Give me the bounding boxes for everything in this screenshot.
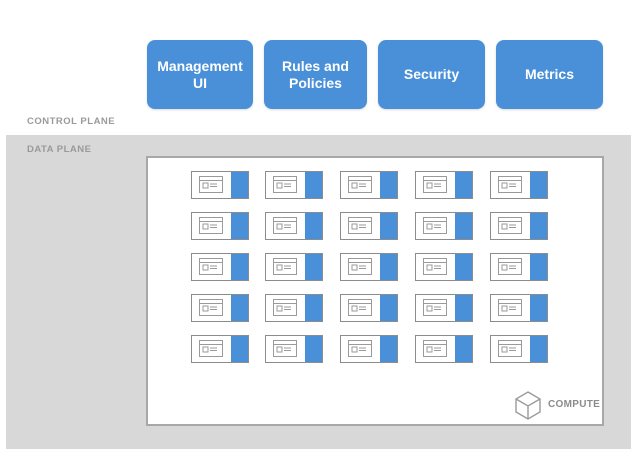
metrics-box: Metrics: [496, 40, 603, 109]
service-pod: [415, 335, 473, 363]
security-box: Security: [378, 40, 485, 109]
sidecar-proxy: [455, 254, 472, 280]
service-pod: [415, 253, 473, 281]
sidecar-proxy: [305, 254, 322, 280]
app-window-icon: [348, 258, 372, 275]
sidecar-proxy: [530, 295, 547, 321]
app-window-icon: [498, 340, 522, 357]
service-pod: [191, 212, 249, 240]
management-ui-box: Management UI: [147, 40, 253, 109]
service-pod: [340, 294, 398, 322]
app-window-icon: [348, 217, 372, 234]
sidecar-proxy: [455, 295, 472, 321]
service-pod: [340, 212, 398, 240]
service-pod: [265, 253, 323, 281]
sidecar-proxy: [231, 254, 248, 280]
app-window-icon: [498, 299, 522, 316]
app-window-icon: [199, 217, 223, 234]
service-pod: [490, 294, 548, 322]
sidecar-proxy: [530, 254, 547, 280]
rules-and-policies-box: Rules and Policies: [264, 40, 367, 109]
service-pod: [340, 253, 398, 281]
app-window-icon: [273, 340, 297, 357]
sidecar-proxy: [380, 213, 397, 239]
app-window-icon: [423, 176, 447, 193]
service-pod: [415, 212, 473, 240]
sidecar-proxy: [380, 336, 397, 362]
app-window-icon: [423, 217, 447, 234]
app-window-icon: [199, 340, 223, 357]
service-pod: [265, 335, 323, 363]
sidecar-proxy: [380, 254, 397, 280]
app-window-icon: [348, 176, 372, 193]
app-window-icon: [273, 258, 297, 275]
sidecar-proxy: [231, 295, 248, 321]
app-window-icon: [273, 176, 297, 193]
sidecar-proxy: [231, 336, 248, 362]
sidecar-proxy: [380, 172, 397, 198]
sidecar-proxy: [305, 213, 322, 239]
data-plane-label: DATA PLANE: [27, 144, 92, 155]
sidecar-proxy: [530, 213, 547, 239]
app-window-icon: [199, 258, 223, 275]
sidecar-proxy: [380, 295, 397, 321]
service-pod: [265, 212, 323, 240]
service-pod: [490, 212, 548, 240]
app-window-icon: [273, 217, 297, 234]
sidecar-proxy: [455, 336, 472, 362]
service-pod: [265, 294, 323, 322]
service-pod: [340, 171, 398, 199]
sidecar-proxy: [231, 172, 248, 198]
sidecar-proxy: [530, 336, 547, 362]
app-window-icon: [199, 299, 223, 316]
app-window-icon: [273, 299, 297, 316]
app-window-icon: [423, 299, 447, 316]
sidecar-proxy: [305, 295, 322, 321]
app-window-icon: [199, 176, 223, 193]
service-pod: [490, 253, 548, 281]
service-pod: [265, 171, 323, 199]
sidecar-proxy: [305, 336, 322, 362]
cube-icon: [515, 391, 541, 420]
control-plane-label: CONTROL PLANE: [27, 116, 116, 127]
app-window-icon: [423, 340, 447, 357]
service-pod: [340, 335, 398, 363]
service-pod: [490, 335, 548, 363]
service-pod: [191, 294, 249, 322]
app-window-icon: [498, 217, 522, 234]
service-pod: [191, 335, 249, 363]
service-pod: [191, 171, 249, 199]
sidecar-proxy: [305, 172, 322, 198]
app-window-icon: [498, 176, 522, 193]
service-pod: [490, 171, 548, 199]
app-window-icon: [348, 299, 372, 316]
sidecar-proxy: [455, 172, 472, 198]
app-window-icon: [498, 258, 522, 275]
app-window-icon: [423, 258, 447, 275]
app-window-icon: [348, 340, 372, 357]
sidecar-proxy: [231, 213, 248, 239]
compute-area: [146, 156, 604, 426]
service-pod: [415, 171, 473, 199]
compute-label: COMPUTE: [548, 399, 601, 410]
service-pod: [415, 294, 473, 322]
service-pod: [191, 253, 249, 281]
sidecar-proxy: [530, 172, 547, 198]
sidecar-proxy: [455, 213, 472, 239]
